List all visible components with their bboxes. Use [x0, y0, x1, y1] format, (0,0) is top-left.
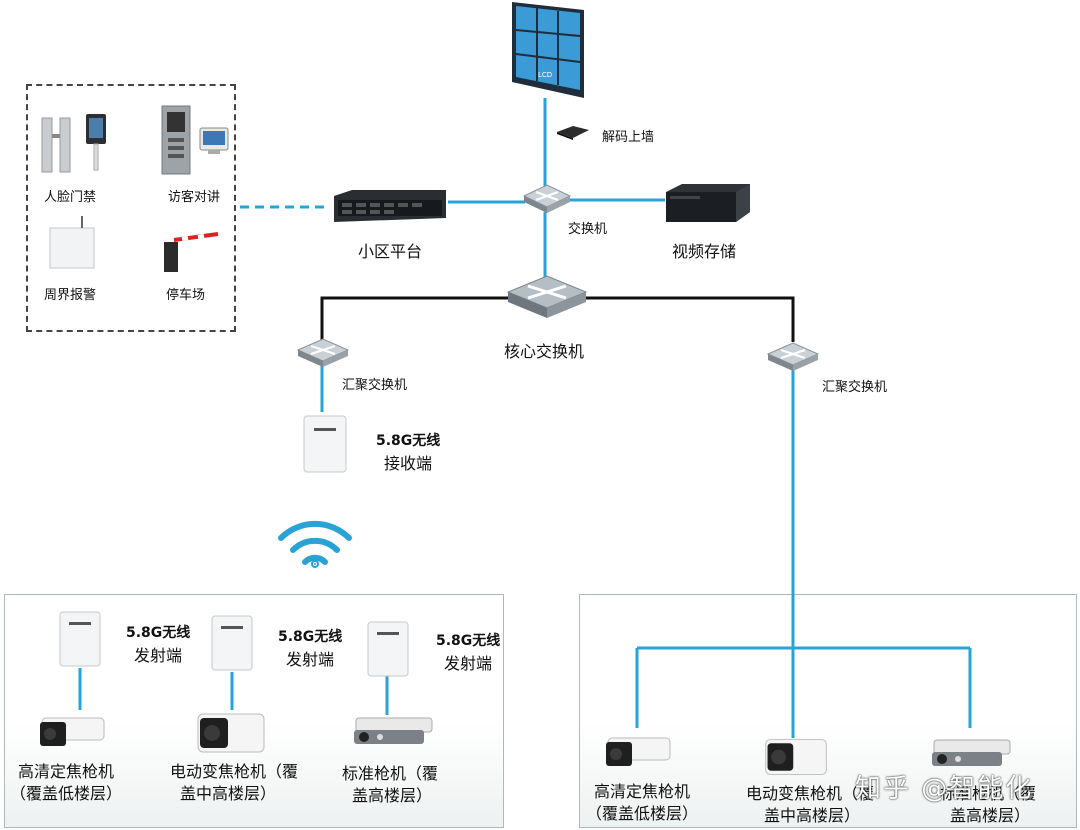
standard-bullet-camera-icon [354, 717, 433, 744]
fixed-bullet-camera-icon [606, 737, 671, 766]
decoder-label: 解码上墙 [602, 130, 655, 145]
right-cam-2-line2: 盖中高楼层） [764, 806, 861, 825]
transmitter-3-line2: 发射端 [444, 654, 493, 673]
transmitter-2-line2: 发射端 [286, 650, 335, 669]
video-storage-icon [666, 184, 750, 222]
agg-switch-right-icon [766, 342, 820, 371]
agg-right-label: 汇聚交换机 [822, 380, 888, 395]
platform-label: 小区平台 [358, 242, 423, 261]
wireless-transmitter-icon [367, 621, 409, 677]
core-switch-label: 核心交换机 [504, 342, 585, 361]
visitor-intercom-icon [161, 105, 229, 175]
transmitter-3-line1: 5.8G无线 [436, 633, 501, 649]
switch-icon [522, 184, 572, 213]
parking-label: 停车场 [166, 288, 206, 303]
wireless-transmitter-icon [211, 615, 253, 671]
agg-left-label: 汇聚交换机 [342, 378, 408, 393]
right-cam-1-line2: （覆盖低楼层） [586, 804, 699, 823]
motorized-zoom-camera-icon [197, 713, 265, 753]
subsystem-group-box [26, 84, 236, 332]
wifi-icon [278, 520, 352, 568]
right-cam-1-line1: 高清定焦枪机 [594, 782, 691, 801]
storage-label: 视频存储 [672, 242, 737, 261]
standard-bullet-camera-icon [932, 739, 1011, 766]
left-cam-2-line1: 电动变焦枪机（覆 [170, 762, 299, 781]
backbone-lines [320, 296, 795, 342]
wireless-receiver-icon [303, 415, 347, 473]
decoder-icon [557, 126, 589, 140]
transmitter-1-line2: 发射端 [134, 646, 183, 665]
backbone-left [320, 296, 508, 342]
receiver-label-line1: 5.8G无线 [376, 433, 441, 449]
left-cam-3-line1: 标准枪机（覆 [342, 764, 439, 783]
right-wired-panel [579, 594, 1077, 828]
left-cam-1-line2: （覆盖低楼层） [10, 784, 123, 803]
perimeter-alarm-label: 周界报警 [44, 288, 97, 303]
motorized-zoom-camera-icon [765, 739, 827, 775]
lcd-video-wall-icon: LCD [512, 2, 584, 98]
left-cam-1-line1: 高清定焦枪机 [18, 762, 115, 781]
visitor-intercom-label: 访客对讲 [168, 190, 221, 205]
transmitter-2-line1: 5.8G无线 [278, 629, 343, 645]
receiver-label-line2: 接收端 [384, 454, 433, 473]
watermark-text: 知乎 @智能化 [855, 774, 1034, 804]
fixed-bullet-camera-icon [40, 717, 105, 746]
switch-label: 交换机 [568, 222, 608, 237]
left-cam-2-line2: 盖中高楼层） [180, 784, 277, 803]
face-access-label: 人脸门禁 [44, 190, 97, 205]
right-cam-3-line2: 盖高楼层） [950, 806, 1031, 825]
lcd-screen-text: LCD [538, 71, 552, 79]
right-cam-3-line1: 标准枪机（覆 [940, 784, 1037, 803]
platform-server-icon [334, 190, 446, 222]
backbone-right [586, 296, 795, 342]
transmitter-1-line1: 5.8G无线 [126, 625, 191, 641]
link-lines [78, 98, 972, 738]
core-switch-icon [506, 275, 588, 318]
parking-barrier-icon [164, 232, 219, 272]
left-cam-3-line2: 盖高楼层） [352, 786, 433, 805]
right-cam-2-line1: 电动变焦枪机（覆 [746, 784, 875, 803]
wireless-transmitter-icon [59, 611, 101, 667]
perimeter-alarm-icon [49, 216, 95, 269]
agg-switch-left-icon [296, 338, 350, 367]
face-access-icon [41, 114, 106, 173]
